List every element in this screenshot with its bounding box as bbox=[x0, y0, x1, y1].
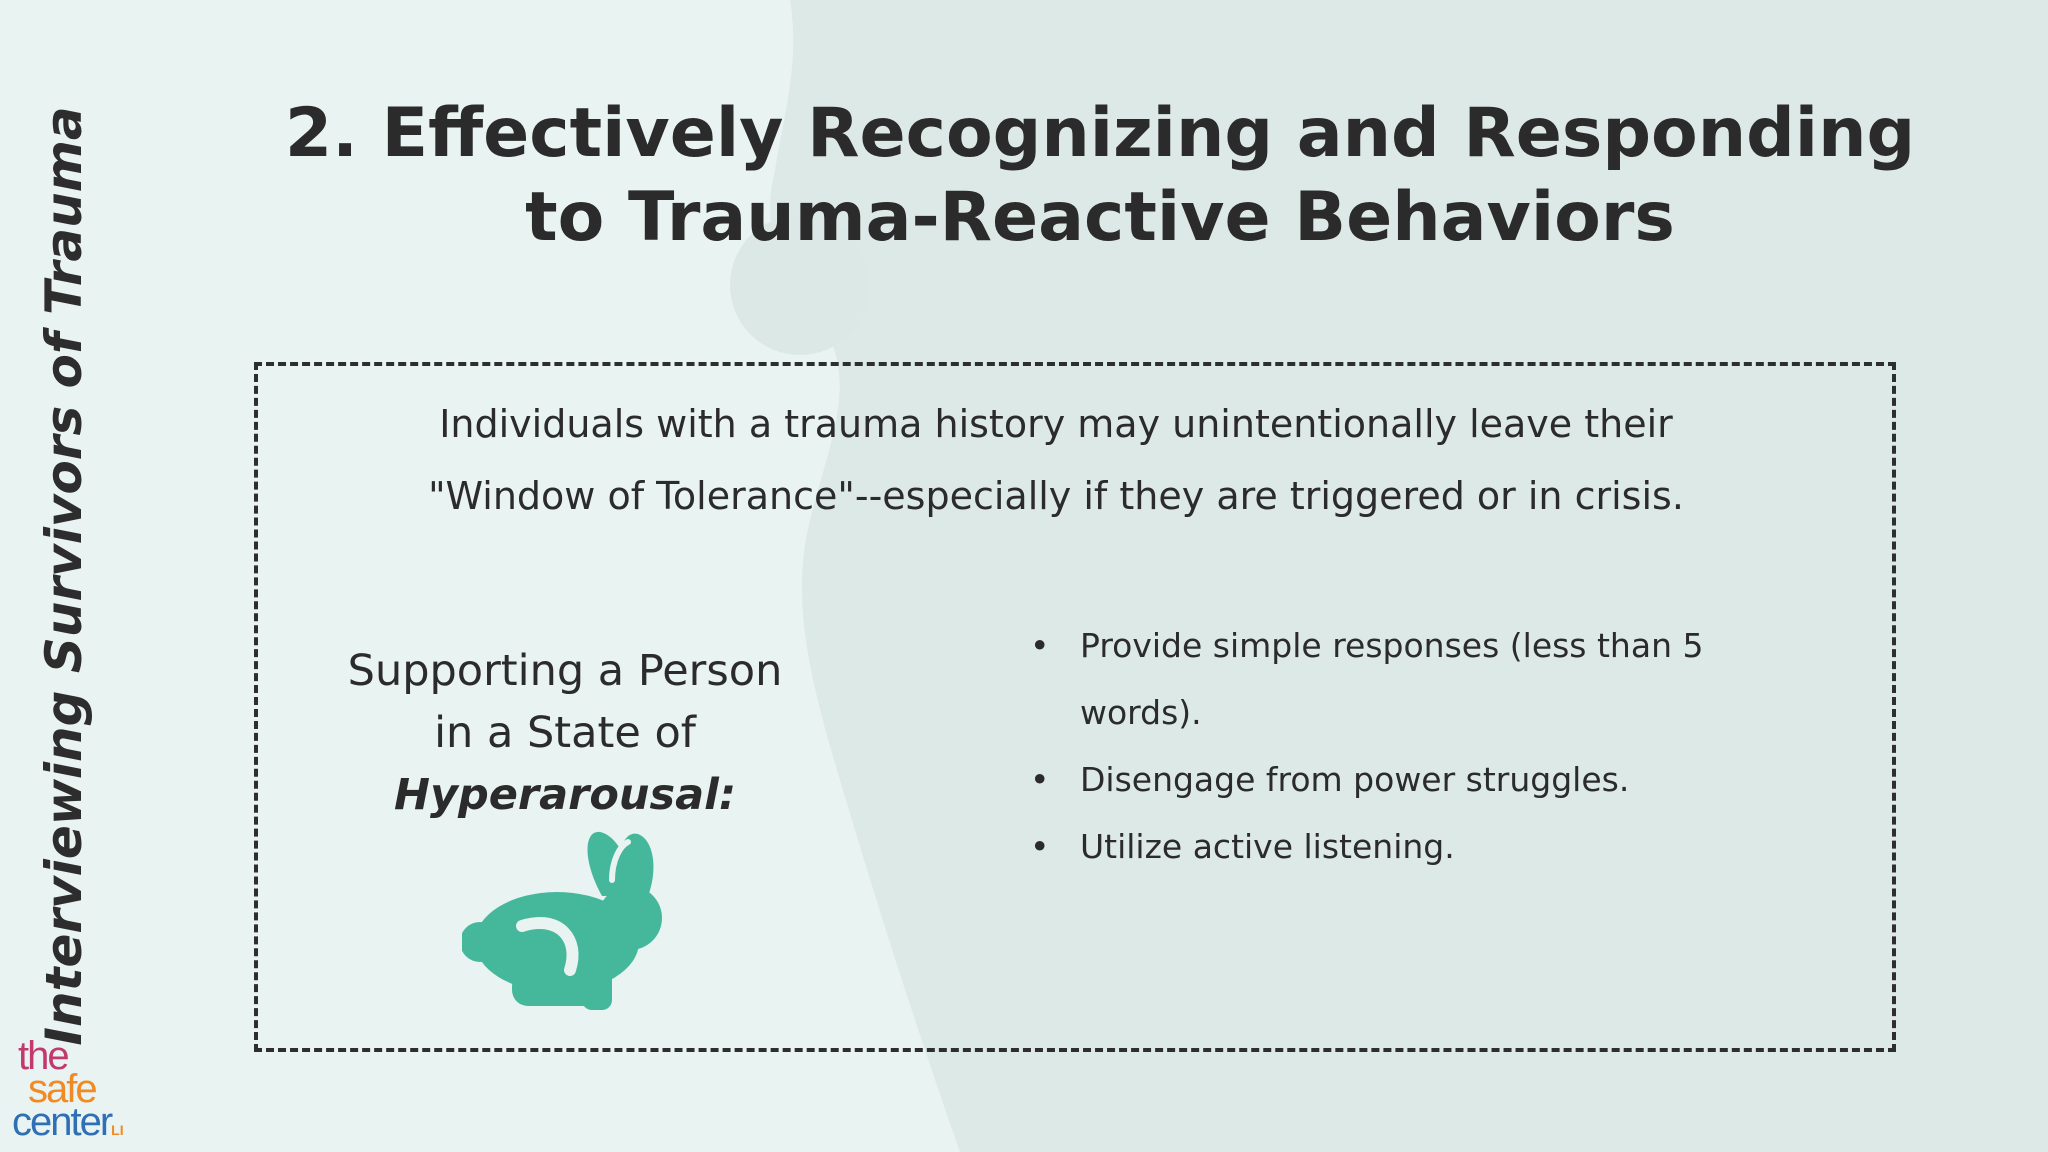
logo-line-3: centerLI bbox=[12, 1102, 124, 1147]
intro-text: Individuals with a trauma history may un… bbox=[428, 402, 1684, 518]
content-box bbox=[254, 362, 1896, 1052]
logo-line-2: safe bbox=[28, 1067, 98, 1111]
support-heading-prefix: Supporting a Person in a State of bbox=[347, 646, 783, 758]
logo-line-3-text: center bbox=[12, 1100, 113, 1144]
logo-suffix: LI bbox=[111, 1122, 124, 1138]
sidebar-title: Interviewing Survivors of Trauma bbox=[35, 106, 93, 1046]
logo-line-1: the bbox=[18, 1034, 70, 1078]
support-heading-emphasis: Hyperarousal: bbox=[393, 770, 737, 820]
list-item: Disengage from power struggles. bbox=[1030, 746, 1750, 813]
rabbit-icon bbox=[462, 831, 662, 1010]
safe-center-logo: the safe centerLI bbox=[12, 1034, 124, 1147]
list-item: Utilize active listening. bbox=[1030, 813, 1750, 880]
list-item: Provide simple responses (less than 5 wo… bbox=[1030, 612, 1750, 746]
support-heading: Supporting a Person in a State of Hypera… bbox=[340, 640, 790, 826]
response-list: Provide simple responses (less than 5 wo… bbox=[1030, 612, 1750, 880]
slide-title: 2. Effectively Recognizing and Respondin… bbox=[284, 94, 1916, 257]
